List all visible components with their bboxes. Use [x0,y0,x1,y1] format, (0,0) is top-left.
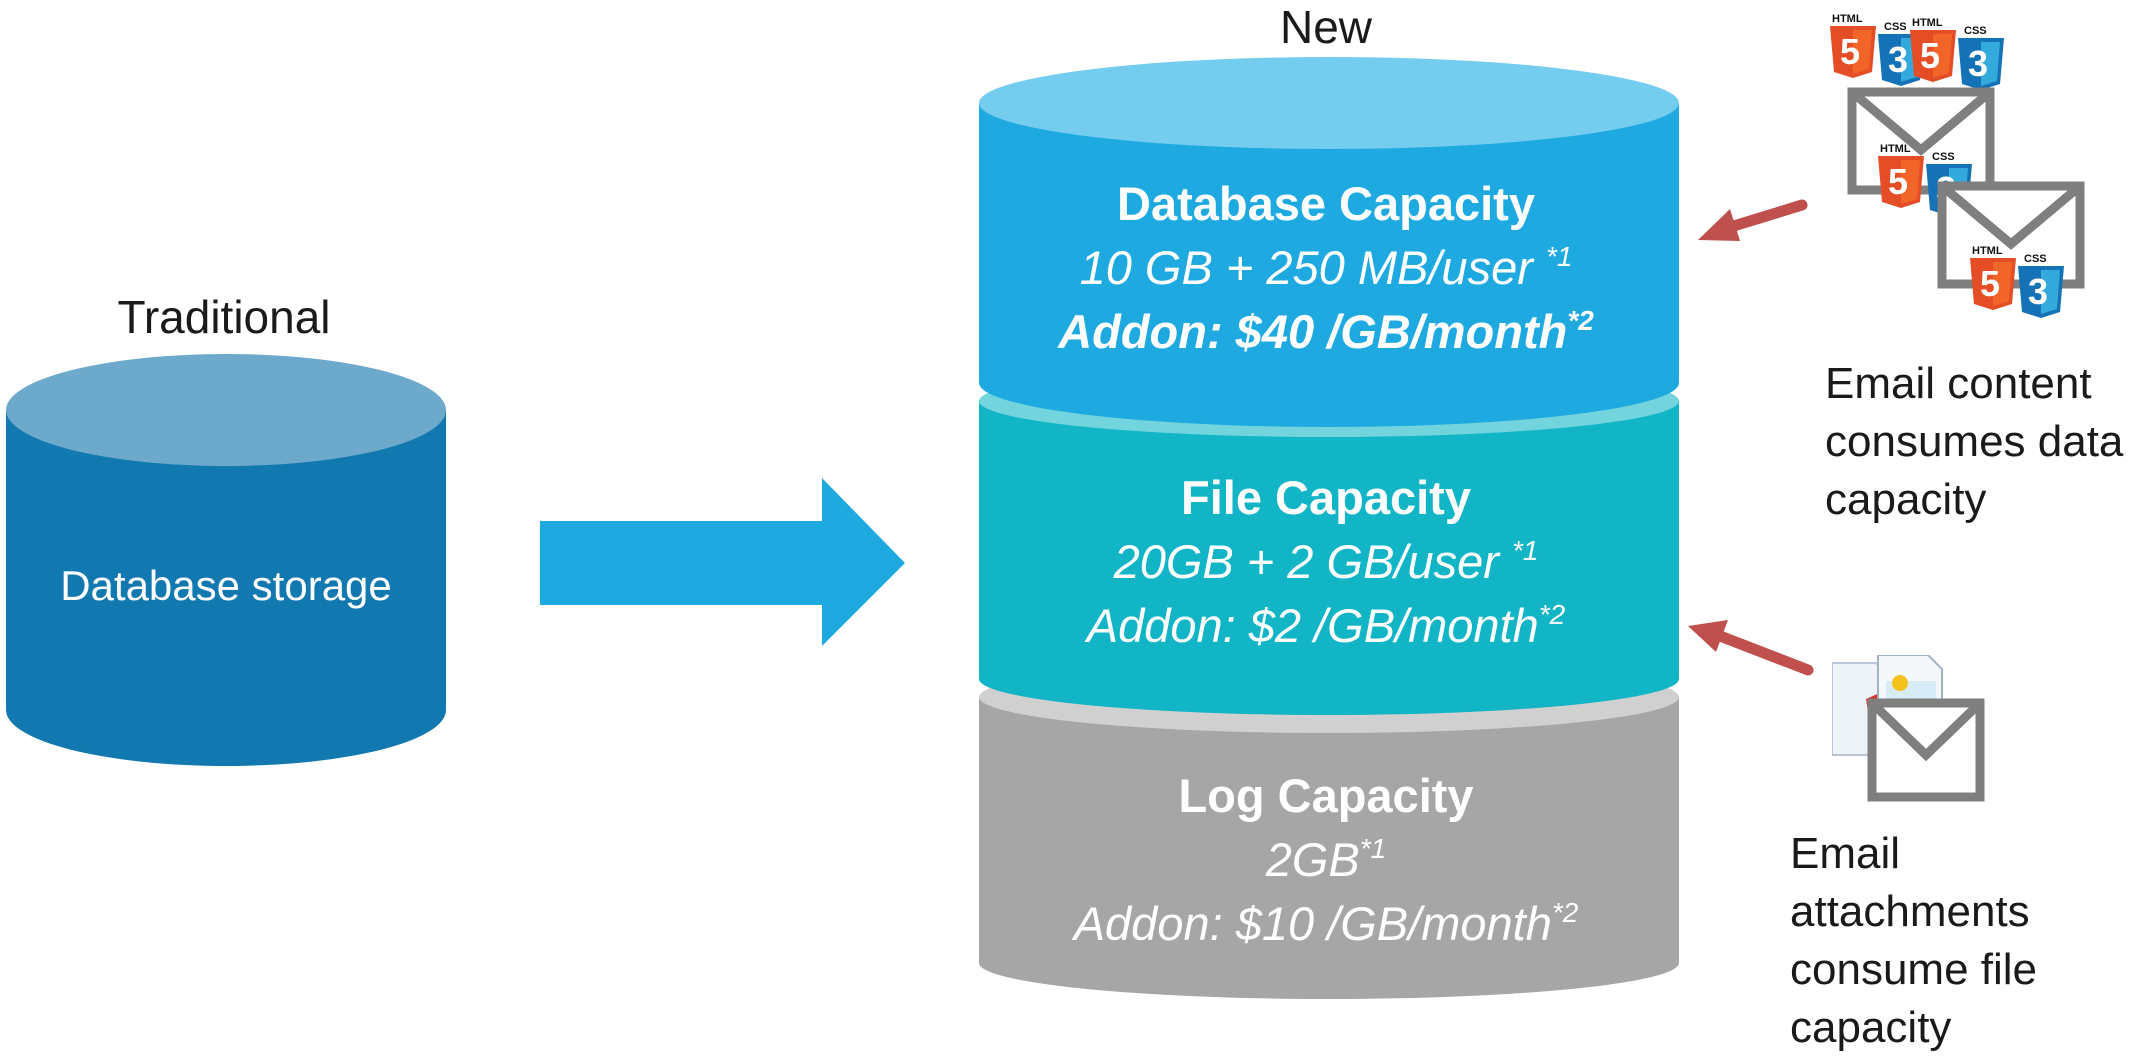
email-attachments-pointer-arrow [1688,620,1814,676]
email-content-caption: Email content consumes data capacity [1825,359,2124,524]
file-layer-body [979,401,1679,715]
database-layer-top [979,57,1679,149]
transition-arrow [540,478,905,646]
database-capacity-text: Database Capacity 10 GB + 250 MB/user *1… [976,172,1676,364]
database-capacity-title: Database Capacity [1117,177,1535,230]
database-layer-body [979,103,1679,427]
svg-text:5: 5 [1840,31,1860,72]
new-heading: New [1279,1,1373,53]
svg-text:CSS: CSS [1884,21,1907,33]
log-capacity-title: Log Capacity [1178,769,1474,822]
traditional-cylinder-body [6,410,446,766]
file-capacity-quota: 20GB + 2 GB/user [1113,535,1512,588]
email-attachments-icons [1832,655,1985,802]
email-content-icons: HTML 5 CSS 3 [1830,13,2085,318]
capacity-stack [979,57,1679,999]
traditional-cylinder [6,354,446,766]
log-capacity-text: Log Capacity 2GB*1 Addon: $10 /GB/month*… [976,764,1676,956]
email-content-pointer-arrow [1698,199,1808,241]
file-capacity-addon: Addon: $2 /GB/month [1086,599,1539,652]
svg-text:3: 3 [1888,39,1908,80]
log-capacity-quota: 2GB [1265,833,1360,886]
database-capacity-addon: Addon: $40 /GB/month [1058,305,1568,358]
traditional-heading: Traditional [117,291,331,343]
log-layer-body [979,697,1679,999]
envelope-icon [1867,698,1985,802]
file-capacity-title: File Capacity [1181,471,1471,524]
database-capacity-quota: 10 GB + 250 MB/user [1079,241,1546,294]
traditional-cylinder-top [6,354,446,466]
email-attachments-caption: Email attachments consume file capacity [1790,829,2038,1052]
html5-icon: HTML 5 [1830,13,1876,78]
log-capacity-addon: Addon: $10 /GB/month [1073,897,1552,950]
traditional-cylinder-label: Database storage [60,562,392,609]
svg-text:HTML: HTML [1832,13,1863,25]
file-capacity-text: File Capacity 20GB + 2 GB/user *1 Addon:… [976,466,1676,658]
